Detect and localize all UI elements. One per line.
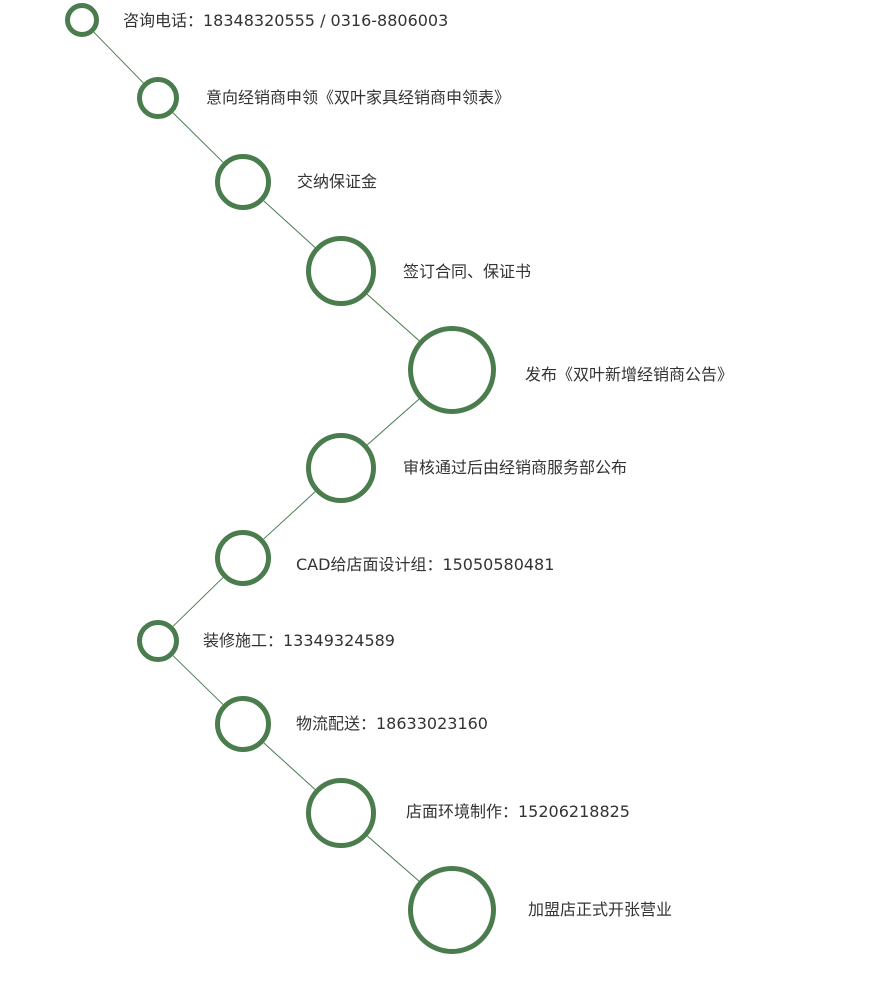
step-label-1: 咨询电话：18348320555 / 0316-8806003 <box>123 11 449 30</box>
step-label-9: 物流配送：18633023160 <box>296 714 488 733</box>
step-node-8 <box>137 620 179 662</box>
connector-line-6 <box>263 491 316 540</box>
step-label-5: 发布《双叶新增经销商公告》 <box>525 365 734 384</box>
step-nodes <box>65 3 496 954</box>
step-label-11: 加盟店正式开张营业 <box>528 900 673 919</box>
step-node-3 <box>215 154 271 210</box>
step-label-8: 装修施工：13349324589 <box>203 631 395 650</box>
connector-line-1 <box>93 31 144 84</box>
connectors <box>93 31 420 882</box>
step-node-4 <box>306 236 376 306</box>
connector-line-10 <box>367 835 420 882</box>
step-node-9 <box>215 696 271 752</box>
connector-line-7 <box>172 577 224 627</box>
step-label-4: 签订合同、保证书 <box>403 262 532 281</box>
step-node-7 <box>215 530 271 586</box>
connector-line-3 <box>263 200 316 248</box>
step-node-5 <box>408 326 496 414</box>
connector-line-2 <box>172 112 224 163</box>
step-node-11 <box>408 866 496 954</box>
step-node-10 <box>306 778 376 848</box>
step-label-3: 交纳保证金 <box>297 172 378 191</box>
connector-line-4 <box>366 293 420 342</box>
connector-line-8 <box>172 655 224 705</box>
step-node-6 <box>306 433 376 503</box>
step-label-7: CAD给店面设计组：15050580481 <box>296 555 555 574</box>
step-label-10: 店面环境制作：15206218825 <box>406 802 630 821</box>
step-node-1 <box>65 3 99 37</box>
connector-line-9 <box>263 742 316 790</box>
step-node-2 <box>137 77 179 119</box>
connector-line-5 <box>366 398 420 446</box>
step-label-6: 审核通过后由经销商服务部公布 <box>403 458 628 477</box>
step-label-2: 意向经销商申领《双叶家具经销商申领表》 <box>206 88 511 107</box>
